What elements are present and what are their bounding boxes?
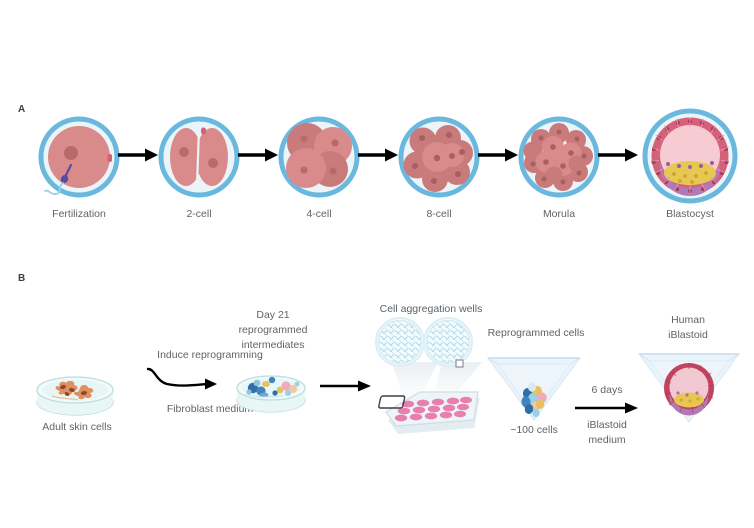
stage-label-morula: Morula: [542, 208, 576, 220]
panel-b-letter: B: [18, 273, 26, 284]
step-label-cell-aggregation-wells: Cell aggregation wells: [379, 303, 483, 315]
reprogrammed-cells-count-label: ~100 cells: [510, 424, 558, 436]
stage-morula: [513, 113, 605, 205]
step-cell-aggregation-wells: [370, 316, 492, 440]
step-human-iblastoid: [635, 346, 743, 428]
arrow-a-5: [598, 147, 638, 163]
arrow-b-3: [575, 400, 639, 416]
arrow-b-1: [145, 367, 220, 393]
arrow-b-3-bottom-label: iBlastoid medium: [587, 419, 627, 446]
arrow-a-3: [358, 147, 398, 163]
stage-label-8-cell: 8-cell: [426, 208, 452, 220]
morula-embryo-icon: [518, 116, 600, 198]
stage-fertilization: [33, 113, 125, 205]
panel-a-letter: A: [18, 104, 26, 115]
eight-cell-embryo-icon: [398, 116, 480, 198]
stage-label-blastocyst: Blastocyst: [666, 208, 714, 220]
arrow-b-3-top-label: 6 days: [591, 384, 623, 396]
arrow-a-4: [478, 147, 518, 163]
iblastoid-in-well-icon: [637, 353, 741, 424]
arrow-a-2: [238, 147, 278, 163]
stage-4-cell: [273, 113, 365, 205]
step-label-human-iblastoid: Human iBlastoid: [668, 314, 708, 341]
curved-hook-arrow-icon: [146, 367, 217, 390]
step-label-day21-intermediates: Day 21 reprogrammed intermediates: [238, 309, 308, 351]
petri-dish-intermediates-icon: [236, 375, 306, 413]
inverted-pyramid-well-icon: [486, 357, 582, 422]
microwell-array-icon: [375, 317, 482, 434]
stage-label-fertilization: Fertilization: [52, 208, 106, 220]
arrow-b-2: [320, 378, 372, 394]
arrow-b-1-top-label: Induce reprogramming: [157, 349, 263, 361]
stage-8-cell: [393, 113, 485, 205]
step-label-adult-skin-cells: Adult skin cells: [42, 421, 112, 433]
step-adult-skin-cells: [30, 360, 120, 420]
arrow-a-1: [118, 147, 158, 163]
fertilization-embryo-icon: [38, 116, 120, 198]
stage-blastocyst: [638, 106, 742, 210]
stage-label-2-cell: 2-cell: [186, 208, 212, 220]
step-reprogrammed-cells: [484, 350, 584, 426]
step-day21-intermediates: [231, 360, 311, 418]
stage-2-cell: [153, 113, 245, 205]
four-cell-embryo-icon: [278, 116, 360, 198]
step-label-reprogrammed-cells: Reprogrammed cells: [487, 327, 585, 339]
stage-label-4-cell: 4-cell: [306, 208, 332, 220]
two-cell-embryo-icon: [158, 116, 240, 198]
petri-dish-fibroblasts-icon: [36, 376, 114, 416]
blastocyst-embryo-icon: [642, 108, 738, 204]
